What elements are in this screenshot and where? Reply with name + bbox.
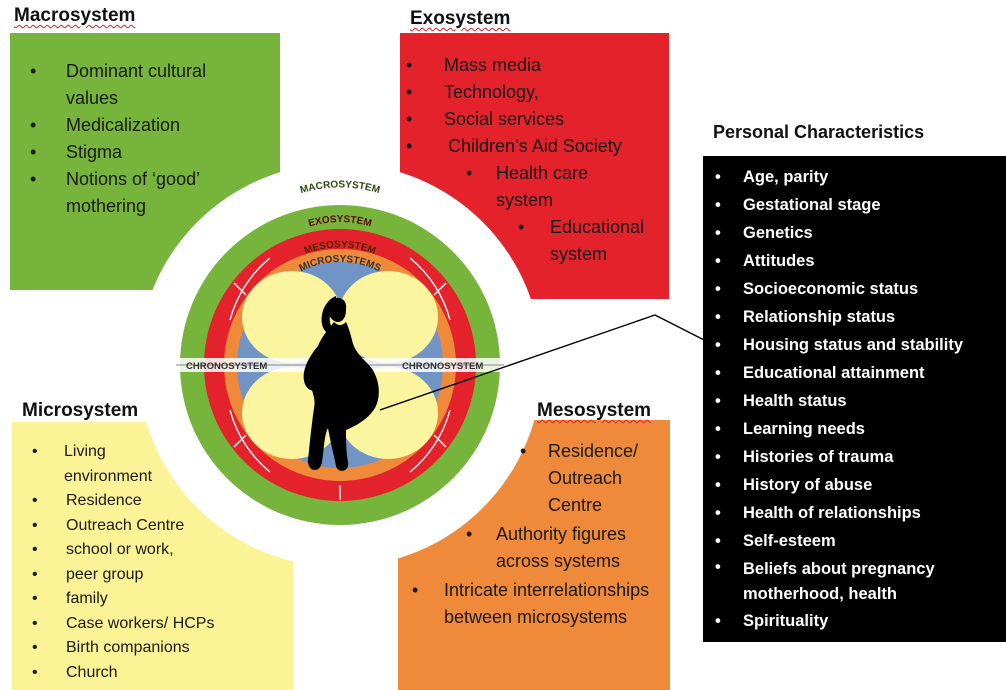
list-item: •Children’s Aid Society bbox=[406, 136, 622, 156]
chronosystem-right-label: CHRONOSYSTEM bbox=[402, 361, 483, 372]
list-item: Gestational stage bbox=[713, 191, 1006, 219]
list-item: Educational attainment bbox=[713, 359, 1006, 387]
list-item: Genetics bbox=[713, 219, 1006, 247]
list-item: •Intricate interrelationships between mi… bbox=[412, 580, 650, 627]
exosystem-title: Exosystem bbox=[410, 8, 511, 29]
list-item: •Case workers/ HCPs bbox=[32, 614, 215, 632]
svg-text:MACROSYSTEM: MACROSYSTEM bbox=[299, 179, 381, 196]
exosystem-ring-label: EXOSYSTEM bbox=[307, 214, 373, 229]
list-item: •Notions of ‘good’ mothering bbox=[30, 169, 200, 216]
list-item: •Educational system bbox=[518, 217, 645, 264]
mesosystem-title: Mesosystem bbox=[537, 400, 652, 421]
list-item: •school or work, bbox=[32, 541, 174, 558]
list-item: Socioeconomic status bbox=[713, 275, 1006, 303]
list-item: •Authority figures across systems bbox=[466, 524, 627, 571]
list-item: Relationship status bbox=[713, 303, 1006, 331]
macrosystem-list: •Dominant cultural values •Medicalizatio… bbox=[30, 58, 250, 220]
list-item: Housing status and stability bbox=[713, 331, 1006, 359]
list-item: •Living environment bbox=[32, 443, 153, 485]
pregnant-woman-icon bbox=[303, 296, 379, 471]
list-item: •Residence/ Outreach Centre bbox=[520, 441, 639, 515]
macrosystem-title: Macrosystem bbox=[14, 5, 136, 26]
list-item: •Church bbox=[32, 663, 118, 681]
list-item: •Technology, bbox=[406, 82, 539, 102]
ecological-model-diagram: CHRONOSYSTEM CHRONOSYSTEM MACROSYSTEM EX… bbox=[150, 175, 530, 540]
list-item: Learning needs bbox=[713, 415, 1006, 443]
list-item: Beliefs about pregnancy motherhood, heal… bbox=[713, 555, 963, 607]
exosystem-list: •Mass media •Technology, •Social service… bbox=[406, 52, 668, 268]
list-item: Health of relationships bbox=[713, 499, 1006, 527]
list-item: Self-esteem bbox=[713, 527, 1006, 555]
list-item: Attitudes bbox=[713, 247, 1006, 275]
list-item: Spirituality bbox=[713, 607, 1006, 635]
svg-text:EXOSYSTEM: EXOSYSTEM bbox=[307, 214, 373, 229]
list-item: Histories of trauma bbox=[713, 443, 1006, 471]
list-item: Health status bbox=[713, 387, 1006, 415]
list-item: •family bbox=[32, 590, 108, 607]
list-item: •peer group bbox=[32, 565, 144, 583]
list-item: History of abuse bbox=[713, 471, 1006, 499]
microsystem-list: •Living environment •Residence •Outreach… bbox=[20, 440, 250, 685]
list-item: •Outreach Centre bbox=[32, 516, 185, 534]
list-item: •Residence bbox=[32, 492, 142, 509]
list-item: •Birth companions bbox=[32, 639, 190, 656]
list-item: •Health care system bbox=[466, 163, 589, 210]
list-item: •Social services bbox=[406, 109, 565, 129]
list-item: •Dominant cultural values bbox=[30, 61, 207, 108]
list-item: Age, parity bbox=[713, 163, 1006, 191]
list-item: •Stigma bbox=[30, 142, 123, 162]
micro-lobe bbox=[242, 271, 342, 363]
personal-characteristics-title: Personal Characteristics bbox=[713, 122, 925, 142]
mesosystem-list: •Residence/ Outreach Centre •Authority f… bbox=[408, 438, 670, 631]
microsystem-title: Microsystem bbox=[22, 400, 139, 421]
list-item: •Mass media bbox=[406, 55, 542, 75]
list-item: •Medicalization bbox=[30, 115, 181, 135]
chronosystem-left-label: CHRONOSYSTEM bbox=[186, 361, 267, 372]
personal-characteristics-list: Age, parity Gestational stage Genetics A… bbox=[713, 163, 1006, 635]
macrosystem-ring-label: MACROSYSTEM bbox=[299, 179, 381, 196]
